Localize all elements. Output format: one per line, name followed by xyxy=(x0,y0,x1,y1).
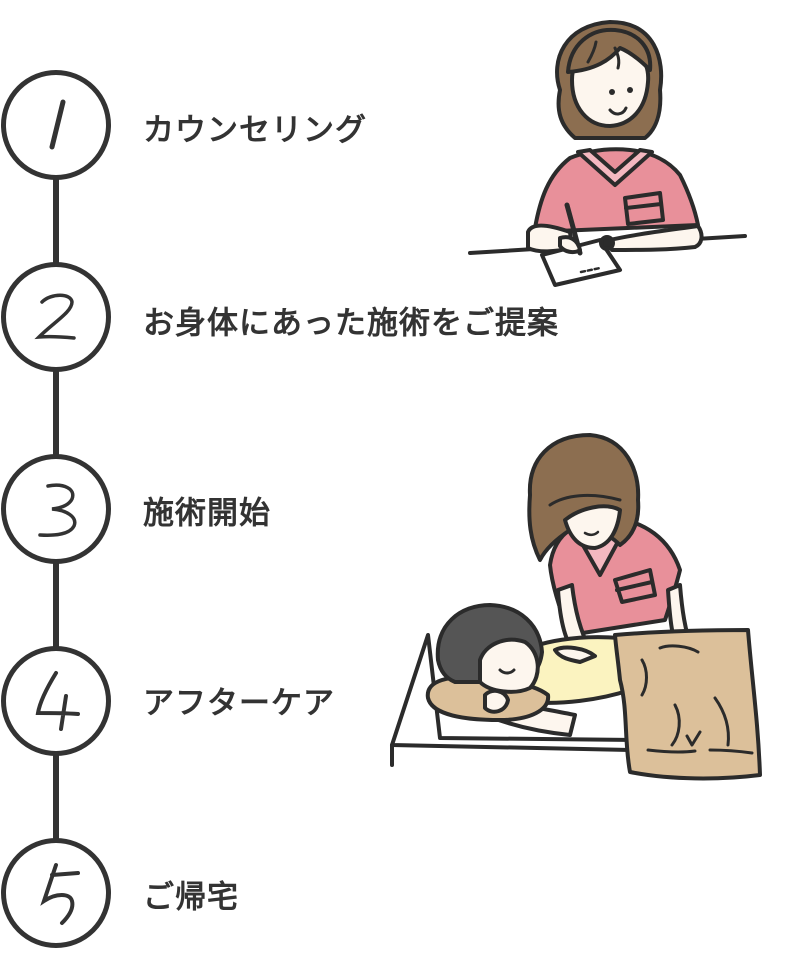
step-4: アフターケア xyxy=(0,646,800,758)
step-number-circle xyxy=(1,262,111,372)
step-number-circle xyxy=(1,454,111,564)
step-number-circle xyxy=(1,838,111,948)
step-label: お身体にあった施術をご提案 xyxy=(143,305,559,342)
step-1: カウンセリング xyxy=(0,70,800,182)
step-number-circle xyxy=(1,70,111,180)
number-5-glyph xyxy=(40,863,80,925)
step-5: ご帰宅 xyxy=(0,838,800,950)
step-label: 施術開始 xyxy=(143,495,271,532)
counseling-illustration xyxy=(468,20,747,287)
step-3: 施術開始 xyxy=(0,454,800,566)
step-number-circle xyxy=(1,646,111,756)
number-1-glyph xyxy=(49,99,66,150)
number-2-glyph xyxy=(34,293,76,340)
step-label: ご帰宅 xyxy=(143,879,239,916)
step-label: アフターケア xyxy=(143,685,335,722)
step-label: カウンセリング xyxy=(143,112,367,149)
number-3-glyph xyxy=(38,483,77,537)
step-2: お身体にあった施術をご提案 xyxy=(0,262,800,374)
treatment-illustration xyxy=(390,433,762,781)
number-4-glyph xyxy=(35,671,80,731)
